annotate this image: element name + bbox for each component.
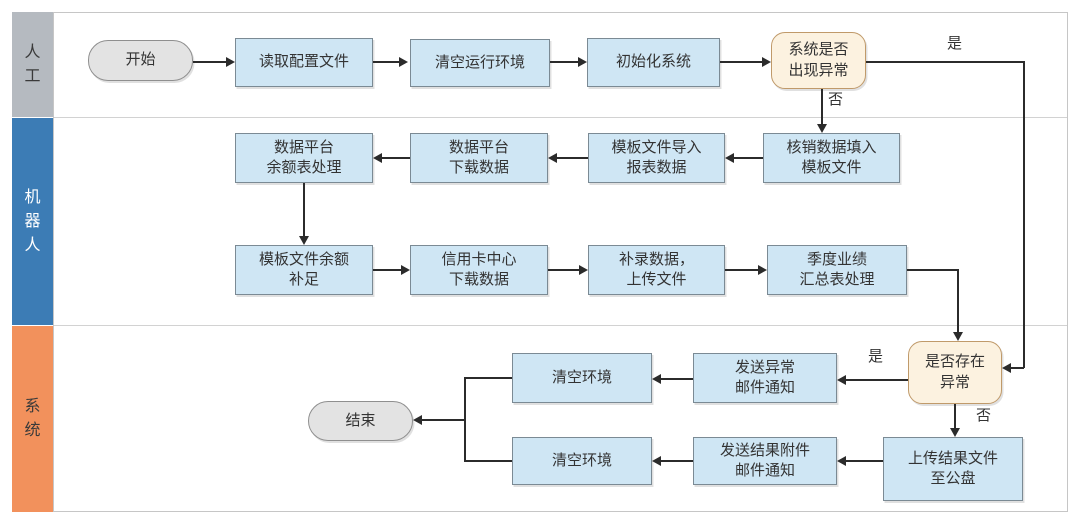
lane-label-manual: 人工	[12, 12, 53, 117]
edge-start-to-read-config	[193, 61, 226, 63]
arrowhead-down-icon	[817, 124, 827, 133]
edge-clear-run-env-to-init-system	[550, 61, 578, 63]
arrowhead-left-icon	[652, 374, 661, 384]
arrowhead-down-icon	[950, 428, 960, 437]
node-clear-env-bottom: 清空环境	[512, 437, 652, 485]
node-template-balance-fill: 模板文件余额 补足	[235, 245, 373, 295]
lane-label-system-text: 系统	[24, 398, 41, 439]
edge-send-error-to-clear-env-top	[661, 378, 693, 380]
arrowhead-right-icon	[226, 57, 235, 67]
node-init-system: 初始化系统	[587, 38, 720, 87]
edge-fill-template-to-import-report	[734, 157, 763, 159]
node-upload-result: 上传结果文件 至公盘	[883, 437, 1023, 501]
node-creditcard-download: 信用卡中心 下载数据	[410, 245, 548, 295]
edge-merge-to-end	[422, 419, 464, 421]
edge-creditcard-to-supplement	[548, 269, 579, 271]
arrowhead-right-icon	[579, 265, 588, 275]
arrowhead-right-icon	[399, 57, 408, 67]
edge-supplement-to-quarterly	[725, 269, 758, 271]
lane-divider-manual-robot	[54, 117, 1067, 118]
edge-quarterly-right	[907, 269, 959, 271]
node-clear-run-env: 清空运行环境	[410, 39, 550, 87]
diagram-border	[53, 12, 1068, 512]
lane-label-system: 系统	[12, 326, 53, 512]
edge-clear-env-bottom-merge	[464, 460, 512, 462]
arrowhead-left-icon	[548, 153, 557, 163]
edge-label-no-bottom: 否	[974, 407, 994, 425]
edge-sys-abnormal-no-vertical	[821, 89, 823, 124]
edge-platform-balance-down	[303, 183, 305, 236]
edge-init-system-to-sys-abnormal	[720, 61, 762, 63]
edge-upload-result-to-send-result	[846, 460, 883, 462]
lane-label-manual-text: 人工	[24, 43, 41, 85]
lane-divider-robot-system	[54, 325, 1067, 326]
arrowhead-right-icon	[401, 265, 410, 275]
node-fill-template: 核销数据填入 模板文件	[763, 133, 900, 183]
edge-label-no-top: 否	[826, 91, 846, 109]
edge-label-yes-bottom: 是	[866, 348, 886, 366]
edge-exist-abnormal-no	[954, 404, 956, 428]
arrowhead-left-icon	[652, 456, 661, 466]
lane-label-robot-text: 机器人	[24, 188, 41, 254]
node-quarterly-summary: 季度业绩 汇总表处理	[767, 245, 907, 295]
node-clear-env-top: 清空环境	[512, 353, 652, 403]
arrowhead-left-icon	[413, 415, 422, 425]
arrowhead-left-icon	[1002, 363, 1011, 373]
node-supplement-upload: 补录数据， 上传文件	[588, 245, 725, 295]
arrowhead-right-icon	[758, 265, 767, 275]
edge-yes-into-exist-abnormal	[1011, 367, 1024, 369]
arrowhead-left-icon	[837, 375, 846, 385]
edge-sys-abnormal-yes-vertical	[1023, 61, 1025, 368]
node-read-config: 读取配置文件	[235, 38, 373, 87]
edge-merge-vertical	[464, 377, 466, 462]
arrowhead-right-icon	[762, 57, 771, 67]
node-start: 开始	[88, 40, 193, 81]
arrowhead-down-icon	[299, 236, 309, 245]
edge-send-result-to-clear-env-bottom	[661, 460, 693, 462]
edge-clear-env-top-merge	[464, 377, 512, 379]
arrowhead-left-icon	[837, 456, 846, 466]
arrowhead-left-icon	[373, 153, 382, 163]
arrowhead-left-icon	[725, 153, 734, 163]
arrowhead-right-icon	[578, 57, 587, 67]
node-platform-balance: 数据平台 余额表处理	[235, 133, 373, 183]
node-end: 结束	[308, 401, 413, 441]
edge-template-balance-to-creditcard	[373, 269, 401, 271]
node-decision-exist-abnormal: 是否存在 异常	[908, 341, 1002, 404]
node-decision-sys-abnormal: 系统是否 出现异常	[771, 32, 866, 89]
edge-exist-abnormal-yes	[846, 379, 908, 381]
edge-read-config-to-clear-run-env	[373, 61, 399, 63]
arrowhead-down-icon	[953, 332, 963, 341]
node-platform-download: 数据平台 下载数据	[410, 133, 548, 183]
node-import-report: 模板文件导入 报表数据	[588, 133, 725, 183]
edge-import-report-to-platform-download	[557, 157, 588, 159]
edge-sys-abnormal-yes-horizontal	[866, 61, 1025, 63]
edge-platform-download-to-platform-balance	[382, 157, 410, 159]
edge-label-yes-top: 是	[945, 35, 965, 53]
node-send-error-mail: 发送异常 邮件通知	[693, 353, 837, 403]
node-send-result-mail: 发送结果附件 邮件通知	[693, 437, 837, 485]
lane-label-robot: 机器人	[12, 118, 53, 325]
edge-quarterly-down	[957, 269, 959, 332]
